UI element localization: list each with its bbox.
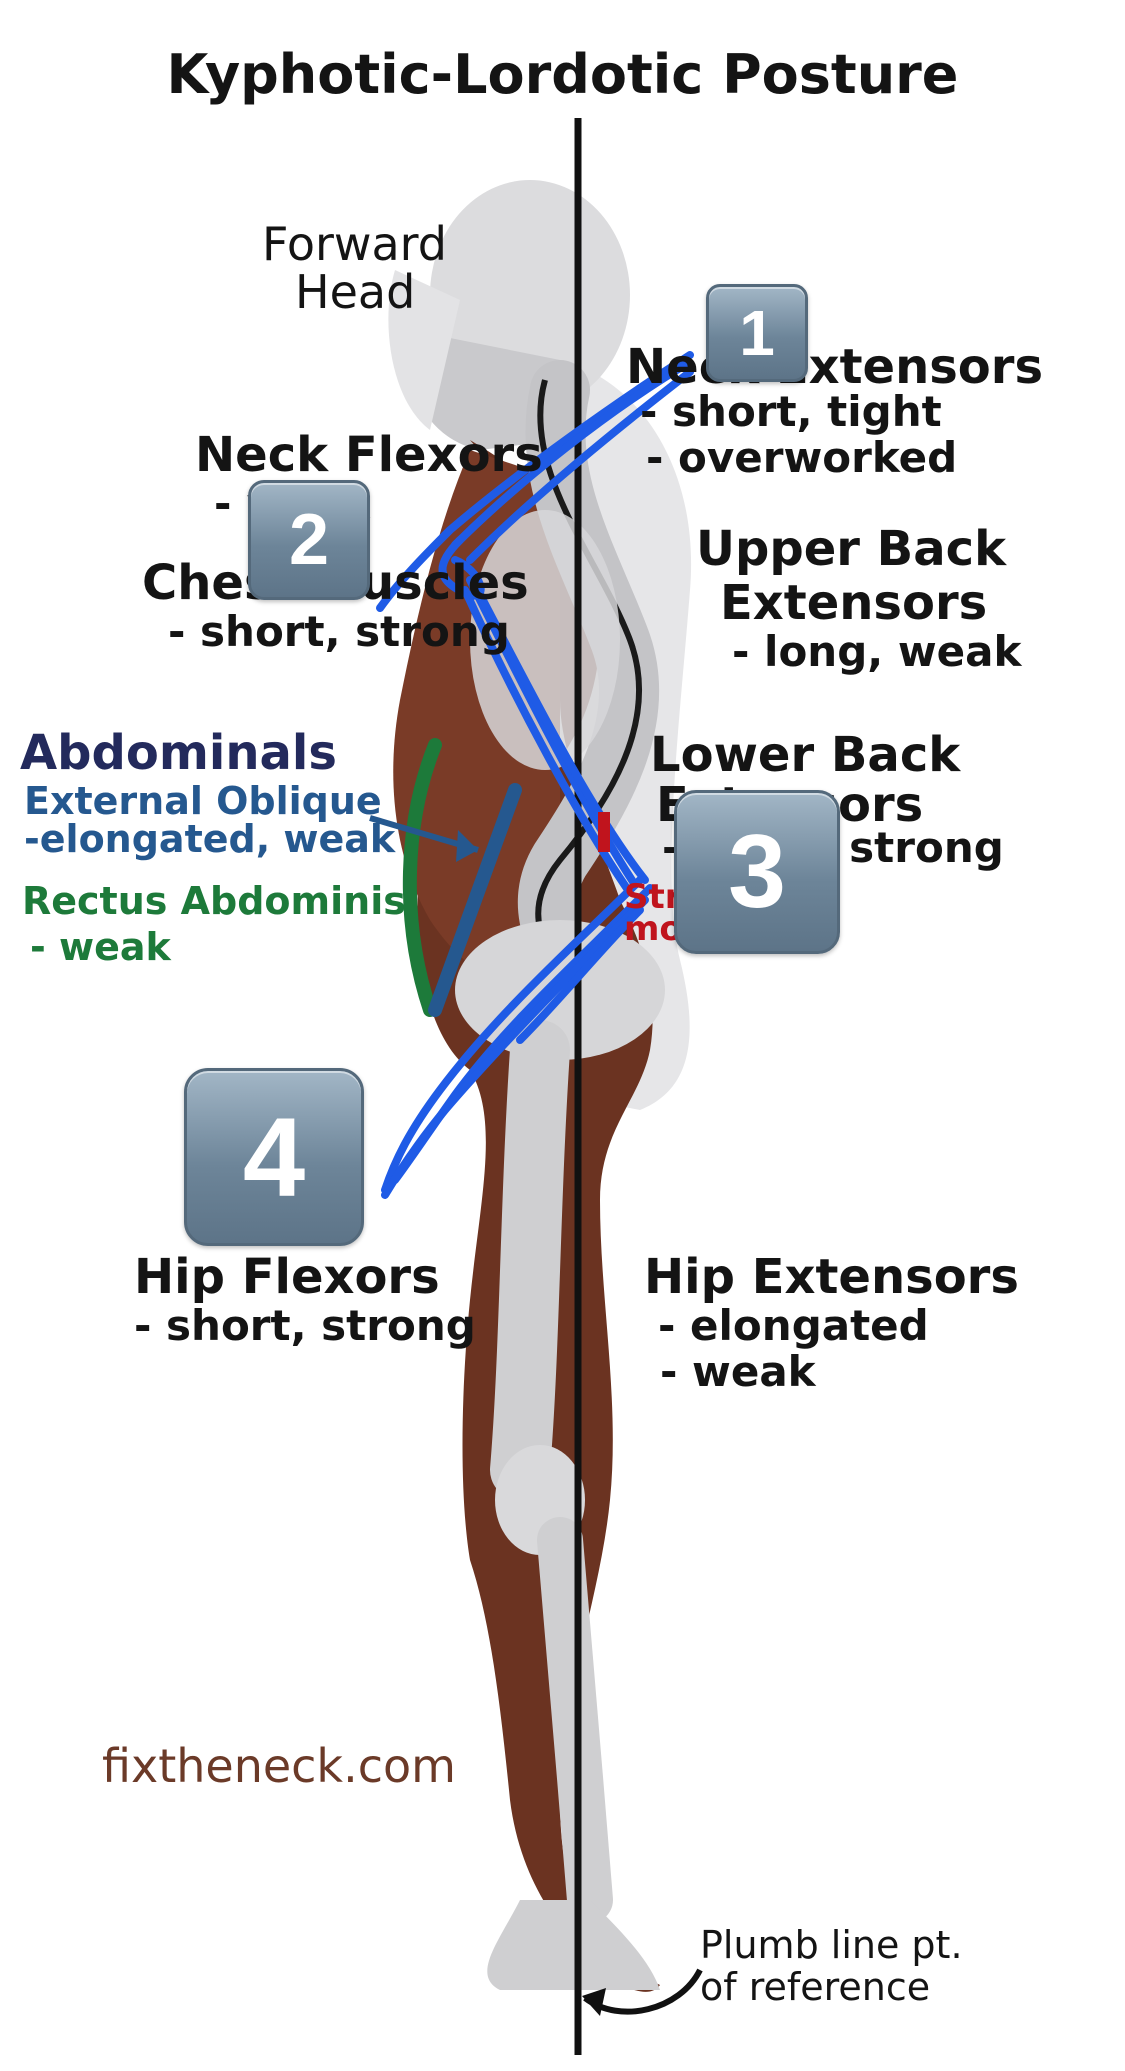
rectus-abdominis-note: - weak [30, 925, 171, 969]
red-marker [598, 812, 610, 852]
hip-flexors-label: Hip Flexors [134, 1249, 440, 1305]
ribcage [470, 510, 620, 770]
rectus-abdominis-bar [402, 738, 442, 1017]
femur [490, 1020, 570, 1500]
plumb-pointer-head [582, 1988, 606, 2016]
neck-flexors-label: Neck Flexors [195, 427, 543, 483]
external-oblique-note: -elongated, weak [24, 817, 396, 861]
spine-curve [535, 379, 642, 993]
hip-flexors-note: - short, strong [134, 1301, 476, 1350]
forward-head-label-line2: Head [295, 265, 416, 319]
chest-muscles-note: - short, strong [168, 607, 510, 656]
hip-extensors-note2: - weak [660, 1347, 816, 1396]
step-badge-2: 2 [248, 480, 370, 600]
upper-back-note: - long, weak [732, 627, 1022, 676]
step-badge-3: 3 [674, 790, 840, 954]
forward-head-label-line1: Forward [262, 217, 447, 271]
face-skin [388, 270, 460, 430]
brand-watermark: fixtheneck.com [102, 1739, 456, 1793]
rectus-abdominis-label: Rectus Abdominis [22, 879, 406, 923]
plumb-line-label-line2: of reference [700, 1965, 931, 2009]
upper-back-label-line1: Upper Back [696, 521, 1006, 577]
neck-extensors-label: Neck Extensors [626, 339, 1044, 395]
lower-back-label-line1: Lower Back [650, 727, 961, 783]
step-badge-4: 4 [184, 1068, 364, 1246]
red-tag-line1: Str [624, 877, 682, 917]
hip-extensors-label: Hip Extensors [644, 1249, 1019, 1305]
neck-extensors-note2: - overworked [646, 433, 958, 482]
annotation-strokes [376, 351, 694, 1199]
hip-extensors-note1: - elongated [658, 1301, 929, 1350]
foot [487, 1900, 660, 1990]
step-badge-1: 1 [706, 284, 808, 382]
external-oblique-label: External Oblique [24, 779, 382, 823]
neck-extensors-note1: - short, tight [640, 387, 942, 436]
external-oblique-bar [428, 783, 522, 1017]
upper-back-label-line2: Extensors [720, 575, 988, 631]
external-oblique-arrowhead [456, 830, 478, 862]
red-tag-line2: mo [624, 909, 683, 949]
abdominals-label: Abdominals [20, 725, 337, 781]
plumb-line-label-line1: Plumb line pt. [700, 1923, 963, 1967]
diagram-title: Kyphotic-Lordotic Posture [166, 43, 959, 106]
